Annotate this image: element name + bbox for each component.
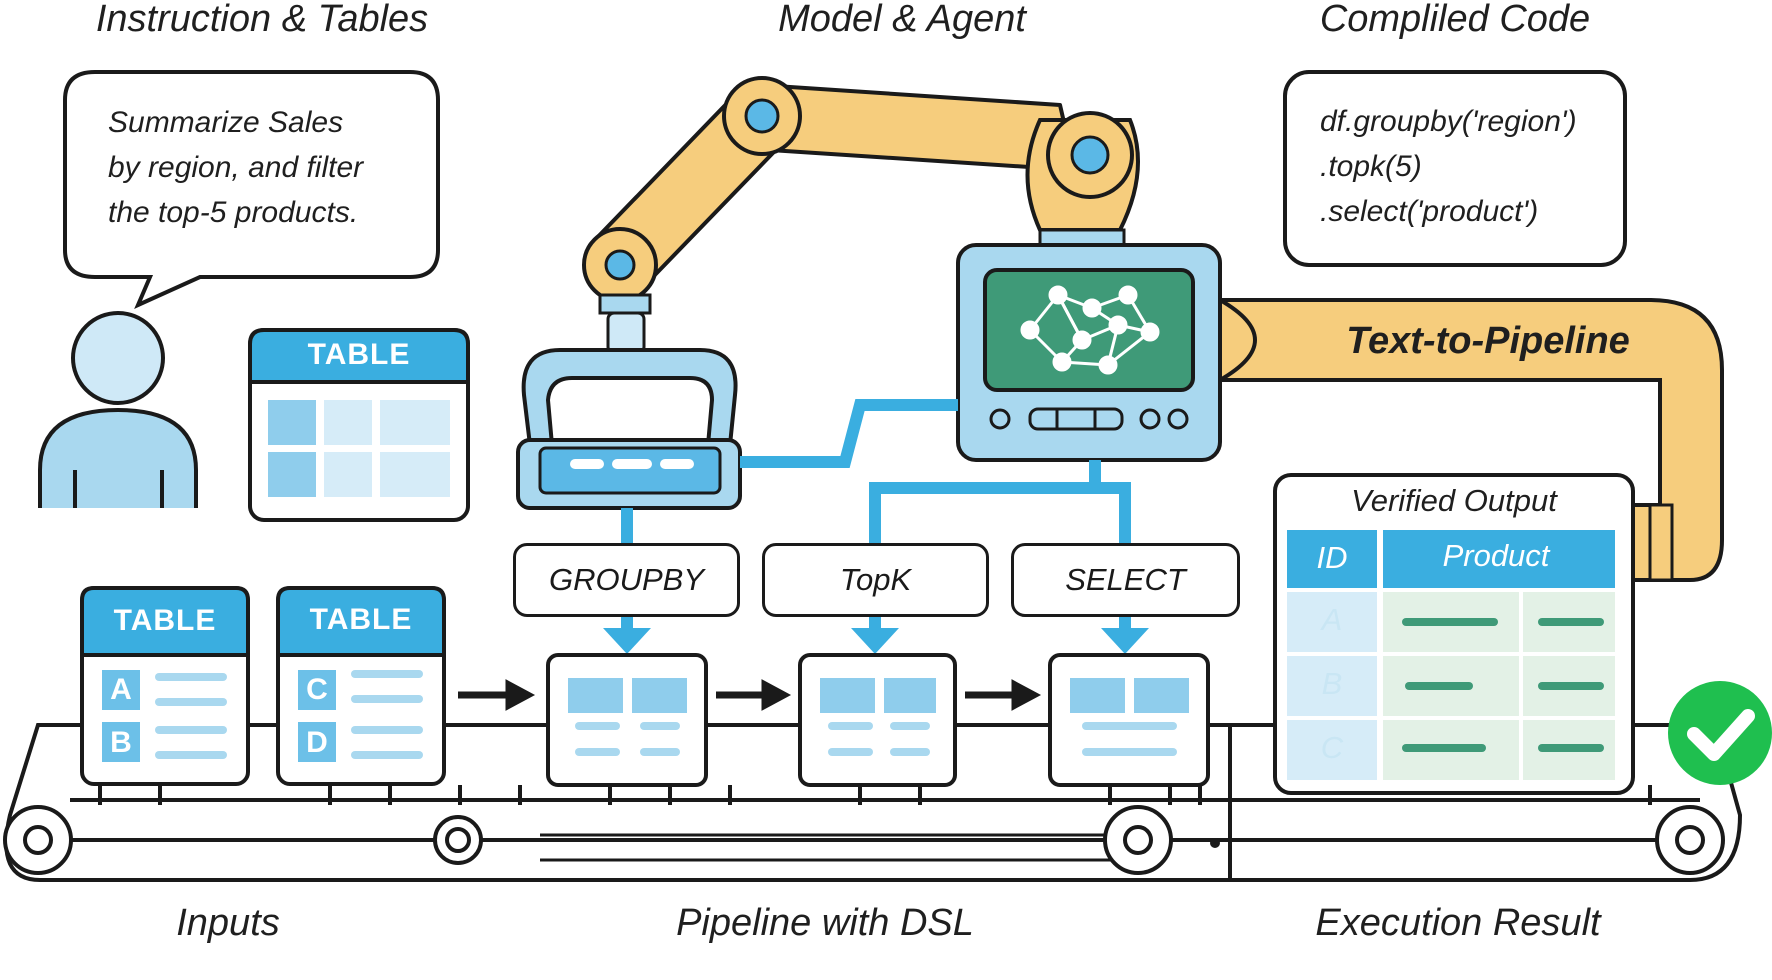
output-id-cell: C	[1320, 730, 1344, 765]
code-box	[1283, 70, 1627, 267]
label-compiled-code: Compliled Code	[1319, 0, 1591, 40]
user-icon	[38, 311, 198, 508]
verified-output-panel	[1273, 473, 1635, 795]
side-arm	[1218, 298, 1724, 582]
intermediate-table-topk	[798, 653, 957, 787]
input-table-2	[276, 586, 446, 786]
label-execution-result: Execution Result	[1315, 902, 1601, 944]
operator-select: SELECT	[1011, 543, 1240, 617]
intermediate-table-groupby	[546, 653, 708, 787]
table-icon	[248, 328, 470, 522]
label-instruction-tables: Instruction & Tables	[95, 0, 429, 40]
row-label: D	[306, 726, 328, 759]
row-label: A	[110, 673, 132, 706]
intermediate-table-select	[1048, 653, 1210, 787]
compiled-code-text: df.groupby('region') .topk(5) .select('p…	[1320, 105, 1577, 228]
text-to-pipeline-label: Text-to-Pipeline	[1346, 320, 1630, 362]
robot-arm-icon	[516, 76, 1140, 510]
input-table-2-title: TABLE	[309, 603, 413, 636]
cable-arrowheads	[603, 628, 1149, 654]
output-header-id: ID	[1316, 540, 1348, 575]
verified-output-title: Verified Output	[1351, 483, 1557, 518]
output-id-cell: B	[1321, 666, 1343, 701]
input-table-1-title: TABLE	[113, 604, 217, 637]
neural-network-icon	[1020, 285, 1160, 375]
agent-monitor	[956, 243, 1222, 462]
label-inputs: Inputs	[176, 902, 280, 944]
check-icon	[1668, 681, 1772, 785]
operator-topk: TopK	[762, 543, 989, 617]
table-icon-title: TABLE	[307, 338, 411, 371]
row-label: B	[110, 726, 132, 759]
operator-groupby: GROUPBY	[513, 543, 740, 617]
arrow-right-icon	[458, 679, 1042, 711]
instruction-text: Summarize Sales by region, and filter th…	[108, 106, 364, 229]
label-model-agent: Model & Agent	[778, 0, 1026, 40]
label-pipeline: Pipeline with DSL	[676, 902, 974, 944]
output-id-cell: A	[1321, 602, 1343, 637]
row-label: C	[306, 673, 328, 706]
input-table-1	[80, 586, 250, 786]
speech-bubble	[63, 70, 440, 309]
output-header-product: Product	[1442, 538, 1550, 573]
